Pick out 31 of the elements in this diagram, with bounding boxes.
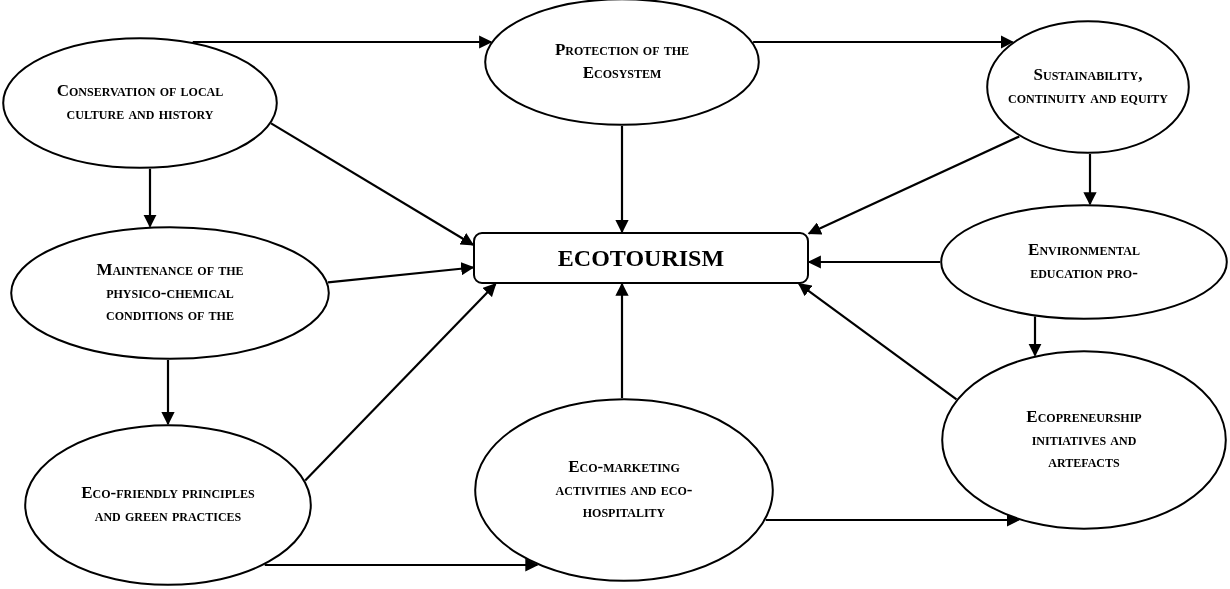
node-label: ECOTOURISM: [556, 243, 726, 273]
arrow: [807, 135, 1020, 235]
ellipse-node: [940, 204, 1228, 320]
ellipse-node: [941, 350, 1227, 530]
arrow: [753, 35, 1014, 49]
arrow: [192, 35, 493, 49]
arrow: [264, 558, 539, 572]
ellipse-node: [24, 424, 312, 586]
arrow: [143, 168, 157, 228]
node-label: Environmental education pro-: [1027, 239, 1141, 284]
arrow: [1028, 316, 1042, 357]
arrow: [797, 283, 958, 401]
ellipse-node: [10, 226, 330, 360]
arrow: [615, 126, 629, 234]
node-label: Conservation of local culture and history: [55, 80, 225, 125]
node-label: Maintenance of the physico-chemical conditions of the: [95, 258, 245, 327]
node-label: Eco-marketing activities and eco-hospitality: [554, 455, 694, 524]
arrow: [327, 262, 475, 284]
arrow: [304, 283, 497, 482]
arrow: [1083, 154, 1097, 206]
node-label: Eco-friendly principles and green practices: [80, 482, 256, 527]
arrow: [161, 360, 175, 426]
ellipse-node: [474, 398, 774, 582]
arrow: [270, 122, 475, 246]
arrow: [615, 282, 629, 399]
rounded-box: [473, 232, 809, 284]
node-label: Ecopreneurship initiatives and artefacts: [1025, 405, 1143, 474]
node-label: Sustainability, continuity and equity: [1008, 64, 1168, 109]
ellipse-node: [986, 20, 1190, 154]
node-label: Protection of the Ecosystem: [553, 39, 691, 84]
ellipse-node: [2, 37, 278, 169]
